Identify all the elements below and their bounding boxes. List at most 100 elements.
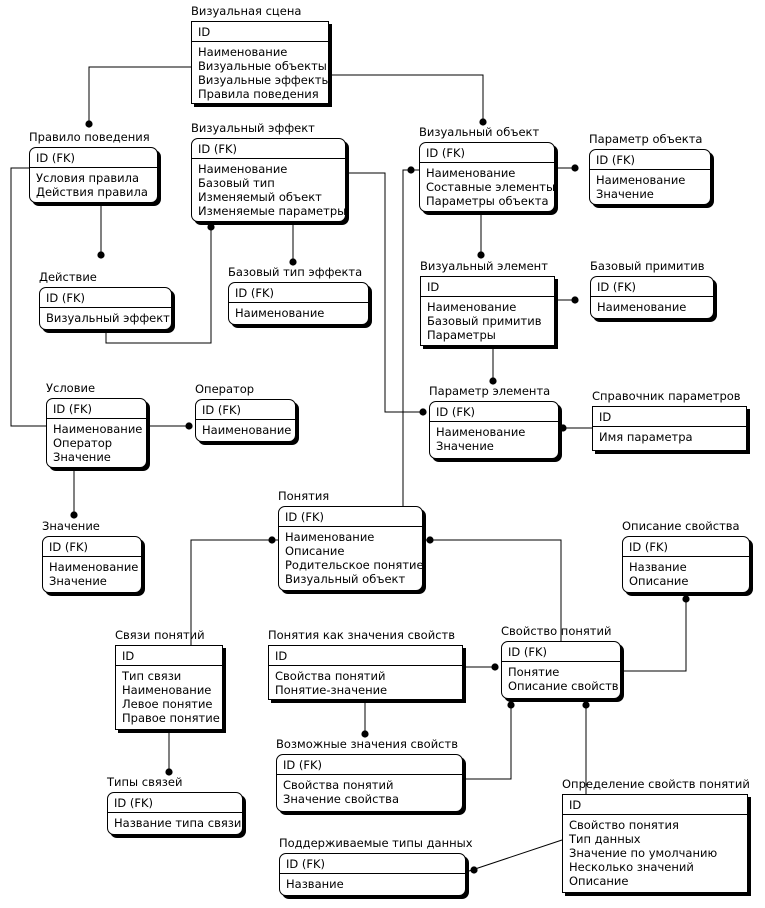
relationship-line [402, 169, 419, 506]
entity-title: Правило поведения [29, 130, 150, 144]
cardinality-dot [470, 866, 478, 874]
relationship-line [105, 227, 212, 344]
attribute: Свойства понятий [283, 778, 394, 792]
relationship-line [329, 74, 484, 122]
entity-box: ID (FK)Наименование [228, 282, 369, 325]
attribute: Значение по умолчанию [569, 846, 718, 860]
entity-title: Условие [46, 381, 96, 395]
primary-key: ID (FK) [590, 150, 710, 170]
attribute-list: Имя параметра [593, 427, 746, 444]
cardinality-dot [682, 595, 690, 603]
primary-key: ID [116, 646, 222, 666]
cardinality-dot [479, 118, 487, 126]
attribute: Наименование [285, 530, 375, 544]
relationship-line [465, 839, 563, 873]
primary-key: ID (FK) [108, 793, 242, 813]
relationship-line [423, 539, 562, 641]
attribute: Название [629, 560, 687, 574]
cardinality-dot [426, 536, 434, 544]
attribute: Наименование [596, 173, 686, 187]
attribute: Описание [285, 544, 345, 558]
entity-title: Базовый примитив [590, 259, 705, 273]
attribute: Имя параметра [599, 430, 693, 444]
attribute: Визуальные объекты [198, 59, 327, 73]
attribute-list: Наименование [591, 297, 713, 314]
primary-key: ID [192, 22, 328, 42]
cardinality-dot [491, 663, 499, 671]
attribute: Значение [53, 450, 111, 464]
attribute-list: Визуальный эффект [40, 308, 171, 325]
cardinality-dot [507, 701, 515, 709]
attribute: Изменяемый объект [198, 190, 322, 204]
attribute: Описание свойств [508, 679, 619, 693]
cardinality-dot [361, 730, 369, 738]
attribute: Условия правила [36, 171, 140, 185]
attribute: Левое понятие [122, 697, 213, 711]
entity-title: Справочник параметров [592, 389, 741, 403]
relationship-line [346, 172, 423, 413]
relationship-line [621, 593, 687, 672]
entity-title: Описание свойства [622, 519, 740, 533]
attribute: Описание [629, 574, 689, 588]
entity-title: Визуальный элемент [420, 259, 548, 273]
attribute: Базовый тип [198, 176, 275, 190]
cardinality-dot [289, 258, 297, 266]
entity-box: ID (FK)Наименование [195, 399, 296, 442]
attribute: Наименование [122, 683, 212, 697]
primary-key: ID (FK) [40, 288, 171, 308]
attribute-list: Название типа связи [108, 813, 242, 830]
attribute: Действия правила [36, 185, 148, 199]
attribute: Правила поведения [198, 87, 319, 101]
entity-title: Определение свойств понятий [562, 777, 750, 791]
primary-key: ID (FK) [192, 139, 345, 159]
attribute: Значение [596, 187, 654, 201]
attribute: Наименование [198, 45, 288, 59]
primary-key: ID (FK) [502, 642, 620, 662]
cardinality-dot [571, 296, 579, 304]
entity-title: Связи понятий [115, 628, 205, 642]
cardinality-dot [185, 422, 193, 430]
cardinality-dot [97, 251, 105, 259]
attribute: Наименование [597, 300, 687, 314]
entity-box: ID (FK)Визуальный эффект [39, 287, 172, 330]
attribute: Значение [49, 574, 107, 588]
entity-title: Параметр элемента [429, 384, 551, 398]
entity-title: Визуальный эффект [191, 121, 315, 135]
attribute: Несколько значений [569, 860, 694, 874]
primary-key: ID [593, 407, 746, 427]
cardinality-dot [165, 768, 173, 776]
entity-title: Оператор [195, 382, 255, 396]
attribute: Наименование [53, 422, 143, 436]
primary-key: ID (FK) [623, 537, 749, 557]
primary-key: ID (FK) [47, 399, 146, 419]
attribute: Понятие-значение [275, 683, 388, 697]
attribute: Наименование [202, 423, 292, 437]
attribute: Наименование [427, 300, 517, 314]
